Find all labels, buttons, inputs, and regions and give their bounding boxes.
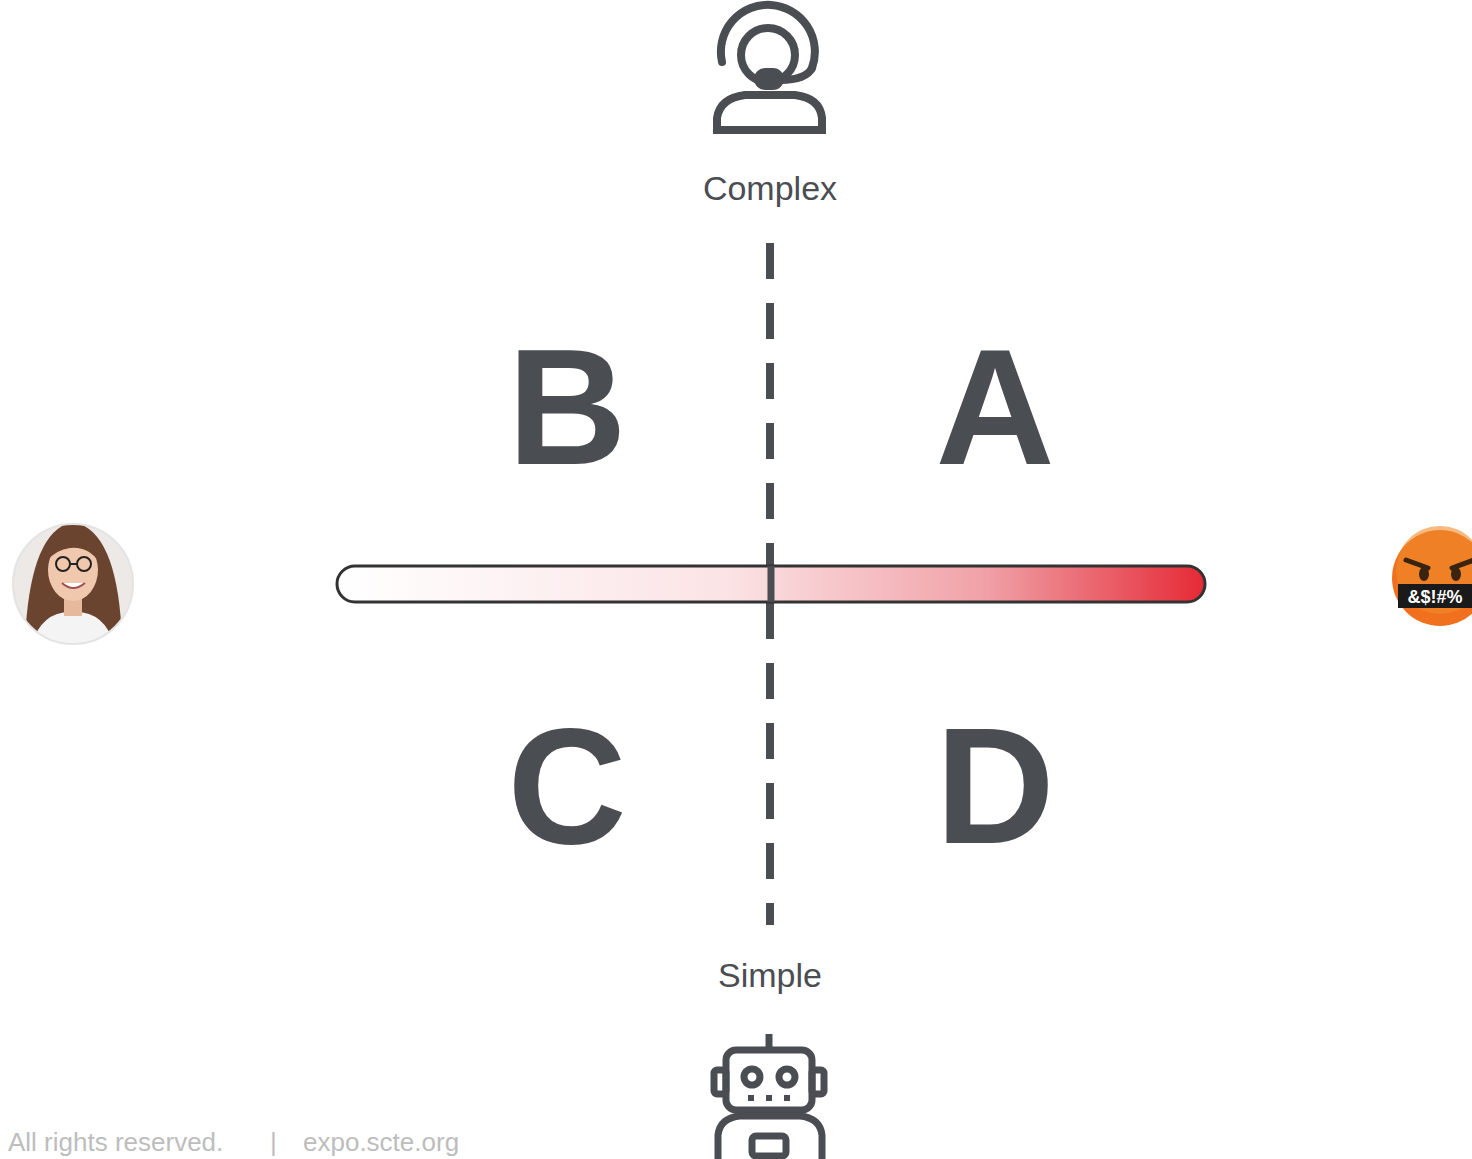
bar-divider [768,566,775,602]
footer-text: | [270,1129,277,1155]
axis-label: Simple [718,958,822,992]
angry-emoji [1392,526,1472,626]
agent-icon [717,5,822,130]
footer-text: expo.scte.org [303,1129,459,1155]
emoji-text: &$!#% [1407,588,1462,606]
quadrant-letter: B [507,325,626,490]
robot-icon [714,1034,824,1159]
axis-label: Complex [703,171,837,205]
happy-avatar [13,522,133,650]
footer-text: All rights reserved. [8,1129,223,1155]
quadrant-letter: C [507,704,626,869]
quadrant-letter: D [935,704,1054,869]
sentiment-bar [337,566,1205,602]
quadrant-letter: A [935,325,1054,490]
